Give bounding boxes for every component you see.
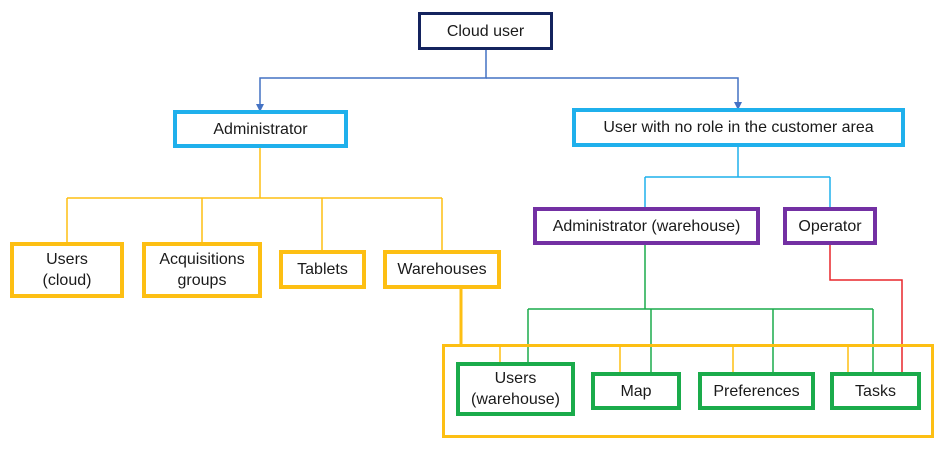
warehouses-node: Warehouses — [383, 250, 501, 289]
tablets-node: Tablets — [279, 250, 366, 289]
preferences-node: Preferences — [698, 372, 815, 410]
no-role-user-node: User with no role in the customer area — [572, 108, 905, 147]
group-yellow-ticks — [499, 344, 849, 372]
operator-node: Operator — [783, 207, 877, 245]
admin-warehouse-connectors — [527, 245, 874, 372]
no-role-connectors — [644, 147, 831, 207]
acquisitions-groups-node: Acquisitions groups — [142, 242, 262, 298]
operator-tasks-connector — [829, 245, 903, 372]
tasks-node: Tasks — [830, 372, 921, 410]
cloud-user-connectors — [256, 50, 742, 112]
map-node: Map — [591, 372, 681, 410]
administrator-connectors — [66, 148, 443, 250]
cloud-user-node: Cloud user — [418, 12, 553, 50]
users-cloud-node: Users (cloud) — [10, 242, 124, 298]
administrator-node: Administrator — [173, 110, 348, 148]
users-warehouse-node: Users (warehouse) — [456, 362, 575, 416]
admin-warehouse-node: Administrator (warehouse) — [533, 207, 760, 245]
warehouse-items-group — [442, 344, 934, 438]
